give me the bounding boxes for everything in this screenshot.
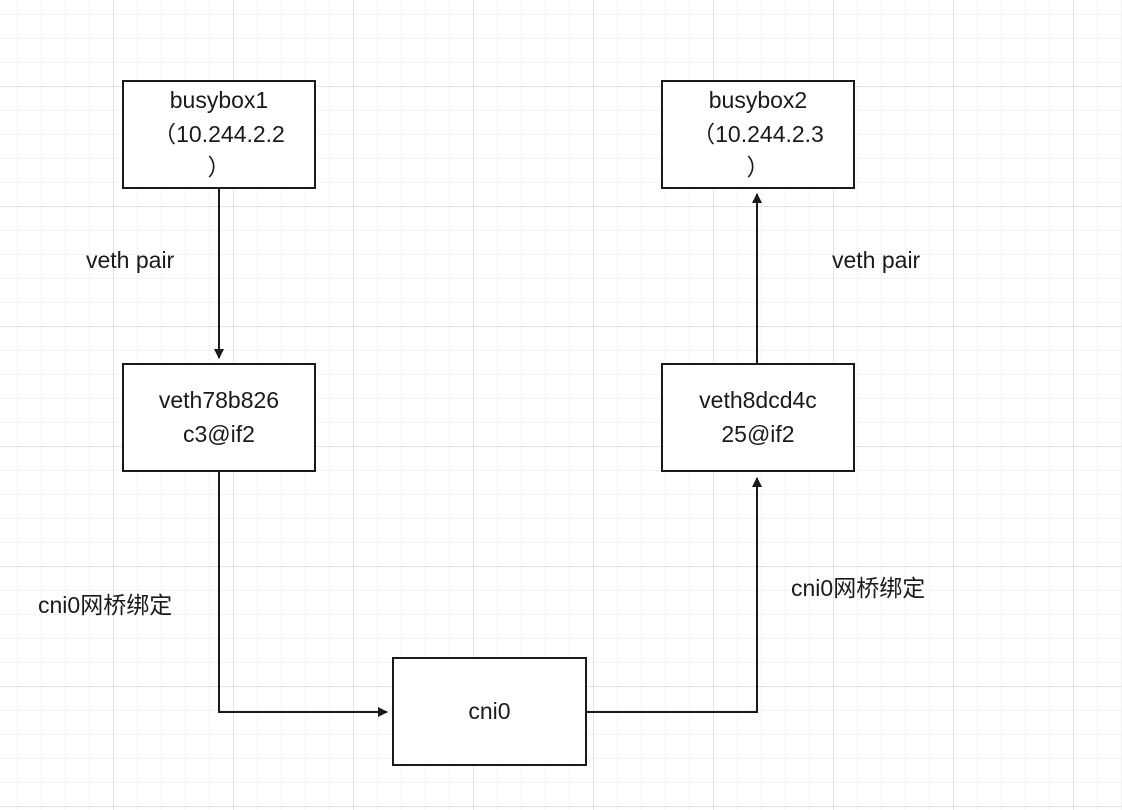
busybox1-node[interactable]: busybox1 （10.244.2.2 ） xyxy=(122,80,316,189)
left-bridge-label: cni0网桥绑定 xyxy=(38,592,173,618)
cni0-node[interactable]: cni0 xyxy=(392,657,587,766)
edge-veth1-to-cni0 xyxy=(218,472,388,717)
left-veth-pair-label: veth pair xyxy=(86,247,175,273)
veth2-node[interactable]: veth8dcd4c 25@if2 xyxy=(661,363,855,472)
edge-cni0-to-veth2 xyxy=(587,477,762,713)
right-veth-pair-label: veth pair xyxy=(832,247,921,273)
veth1-node[interactable]: veth78b826 c3@if2 xyxy=(122,363,316,472)
right-bridge-label: cni0网桥绑定 xyxy=(791,575,926,601)
busybox2-node[interactable]: busybox2 （10.244.2.3 ） xyxy=(661,80,855,189)
